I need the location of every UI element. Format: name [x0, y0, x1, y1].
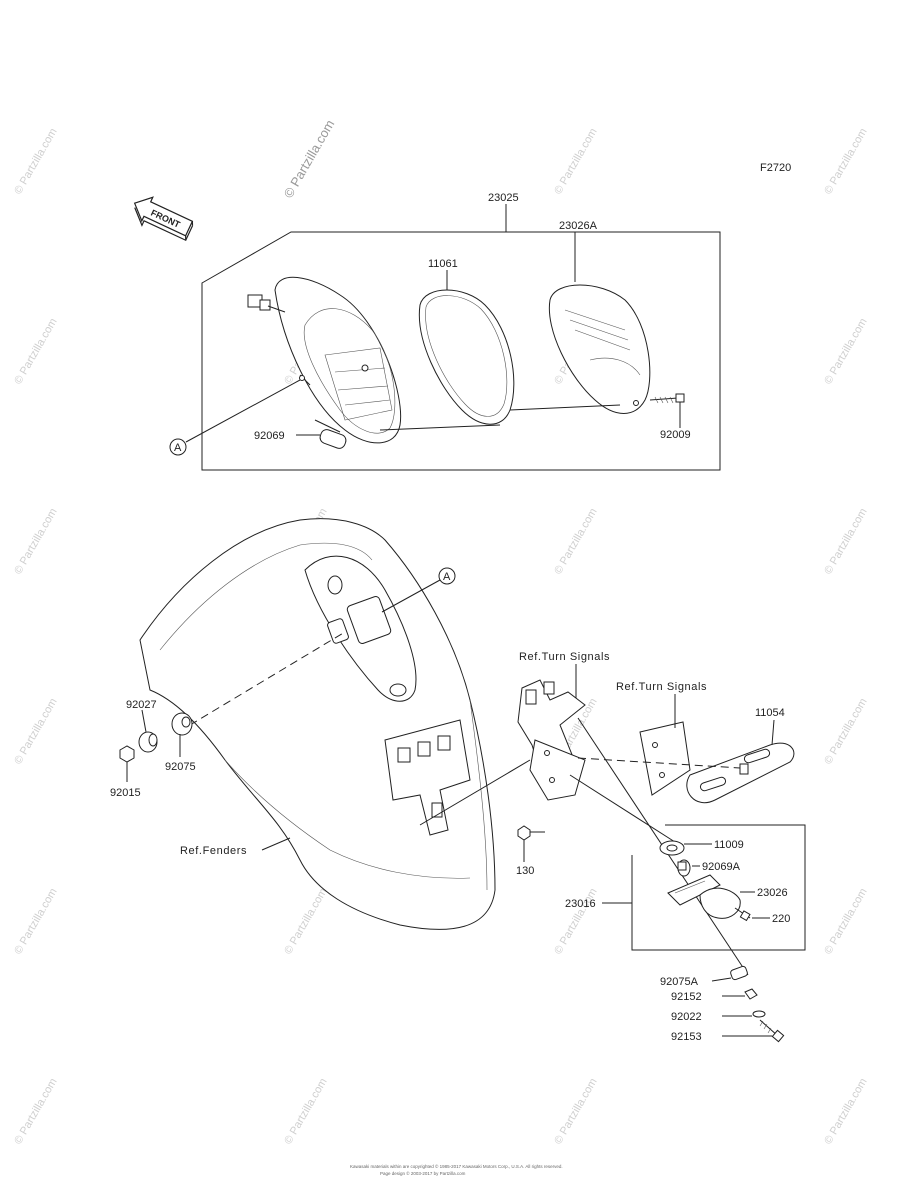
tail-light-assembly: 23025 11061 — [169, 192, 721, 471]
washer-92022 — [752, 1010, 766, 1018]
part-label-130: 130 — [516, 865, 534, 877]
bolt-92153 — [759, 1019, 785, 1043]
part-label-92027: 92027 — [126, 699, 157, 711]
ref-turn-signals-2-label: Ref.Turn Signals — [616, 681, 707, 693]
callout-a-lower-label: A — [443, 571, 451, 583]
lens-23026A — [548, 284, 651, 414]
washer-11009 — [659, 840, 685, 856]
part-label-11054: 11054 — [755, 707, 785, 719]
watermark-tile: © Partzilla.com — [282, 1076, 329, 1146]
callout-a-upper-label: A — [174, 442, 182, 454]
bracket-11054 — [686, 742, 795, 804]
part-label-23026: 23026 — [757, 887, 788, 899]
license-bracket — [419, 679, 586, 826]
license-lamp-23026 — [667, 874, 741, 919]
watermark-tile: © Partzilla.com — [12, 126, 59, 196]
bolt-130 — [517, 825, 545, 841]
part-label-92069: 92069 — [254, 430, 285, 442]
collar-92027 — [138, 731, 158, 753]
ref-fenders-label: Ref.Fenders — [180, 845, 247, 857]
watermark-tile: © Partzilla.com — [12, 316, 59, 386]
watermark-tile: © Partzilla.com — [12, 1076, 59, 1146]
collar-92152 — [744, 988, 758, 1000]
part-label-11061: 11061 — [428, 258, 458, 270]
part-label-23016: 23016 — [565, 898, 596, 910]
screw-220 — [734, 907, 751, 922]
watermark-tile: © Partzilla.com — [552, 886, 599, 956]
footer-page-design: Page design © 2003-2017 by Partzilla.com — [380, 1170, 466, 1176]
watermark-tile: © Partzilla.com — [552, 126, 599, 196]
nut-92015 — [119, 745, 135, 763]
part-label-92022: 92022 — [671, 1011, 702, 1023]
callout-a-lower — [438, 567, 456, 585]
part-label-92069A: 92069A — [702, 861, 741, 873]
watermark-tile: © Partzilla.com — [822, 506, 869, 576]
watermark-tile: © Partzilla.com — [12, 506, 59, 576]
watermark-tile: © Partzilla.com — [822, 126, 869, 196]
watermark-tile: © Partzilla.com — [12, 886, 59, 956]
callout-a-upper — [169, 438, 187, 456]
part-label-23026A: 23026A — [559, 220, 598, 232]
part-label-92152: 92152 — [671, 991, 702, 1003]
watermark-tile: © Partzilla.com — [552, 1076, 599, 1146]
grommet-92075 — [171, 712, 193, 736]
footer-copyright: Kawasaki materials within are copyrighte… — [350, 1163, 563, 1169]
diagram-id: F2720 — [760, 162, 791, 174]
part-label-92075A: 92075A — [660, 976, 699, 988]
watermark-main: © Partzilla.com — [281, 117, 338, 200]
grommet-92075A — [730, 965, 748, 981]
front-arrow-icon: FRONT — [133, 196, 194, 242]
part-label-11009: 11009 — [714, 839, 744, 851]
watermark-tile: © Partzilla.com — [822, 316, 869, 386]
watermark-tile: © Partzilla.com — [282, 886, 329, 956]
watermark-tile: © Partzilla.com — [822, 1076, 869, 1146]
part-label-92015: 92015 — [110, 787, 141, 799]
part-label-92153: 92153 — [671, 1031, 702, 1043]
part-label-92075: 92075 — [165, 761, 196, 773]
bulb-92069 — [314, 419, 347, 449]
ref-turn-signals-1-label: Ref.Turn Signals — [519, 651, 610, 663]
watermark-tile: © Partzilla.com — [12, 696, 59, 766]
watermark-tile: © Partzilla.com — [822, 696, 869, 766]
screw-92009 — [649, 393, 685, 404]
turn-signal-bracket — [639, 721, 691, 796]
rear-fender — [139, 518, 496, 930]
part-label-220: 220 — [772, 913, 790, 925]
tail-light-housing — [247, 276, 402, 444]
bulb-92069A — [677, 859, 691, 877]
watermark-tile: © Partzilla.com — [552, 506, 599, 576]
watermark-tile: © Partzilla.com — [822, 886, 869, 956]
gasket-11061 — [418, 289, 515, 425]
part-label-92009: 92009 — [660, 429, 691, 441]
part-label-23025: 23025 — [488, 192, 519, 204]
